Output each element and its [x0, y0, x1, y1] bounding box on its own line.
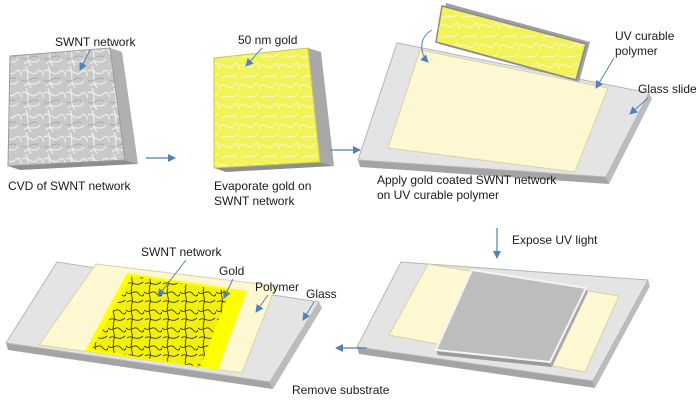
step4-cured-swnt-substrate — [434, 268, 588, 367]
step4-caption: Expose UV light — [512, 233, 598, 247]
step3-uv-curable-polymer — [387, 49, 609, 173]
step3-caption-line1: Apply gold coated SWNT network — [377, 173, 557, 187]
step2-gold-coated-substrate — [213, 47, 334, 172]
swnt-network-surface — [7, 47, 126, 167]
label-50nm-gold: 50 nm gold — [238, 33, 297, 47]
step3-gold-coated-swnt-sheet — [435, 3, 590, 82]
label-glass: Glass — [306, 287, 337, 301]
label-uv-curable-line1: UV curable — [615, 29, 675, 43]
annotation-line-swnt-2 — [157, 259, 187, 297]
label-glass-slide: Glass slide — [638, 82, 697, 96]
step2-caption-line1: Evaporate gold on — [214, 179, 311, 193]
annotation-line-glass-slide — [629, 97, 649, 115]
annotation-line-swnt-1 — [79, 49, 91, 71]
label-uv-curable-line2: polymer — [615, 44, 658, 58]
gold-layer-surface — [213, 47, 321, 169]
step1-swnt-substrate — [7, 47, 138, 170]
label-swnt-network-1: SWNT network — [55, 35, 136, 49]
label-gold: Gold — [219, 264, 244, 278]
annotation-line-gold — [223, 278, 234, 299]
step2-caption-line2: SWNT network — [214, 194, 295, 208]
step3-caption-line2: on UV curable polymer — [377, 188, 499, 202]
label-polymer: Polymer — [255, 280, 299, 294]
annotation-line-glass — [302, 301, 315, 321]
step1-caption: CVD of SWNT network — [8, 179, 131, 193]
label-swnt-network-2: SWNT network — [141, 245, 222, 259]
annotation-line-uv-polymer — [595, 57, 615, 89]
step5-caption: Remove substrate — [292, 383, 390, 397]
annotation-line-gold-50nm — [245, 47, 263, 67]
step5-swnt-network — [92, 276, 230, 367]
annotation-line-polymer — [255, 294, 269, 313]
annotation-curved-arrow-apply — [420, 29, 433, 63]
